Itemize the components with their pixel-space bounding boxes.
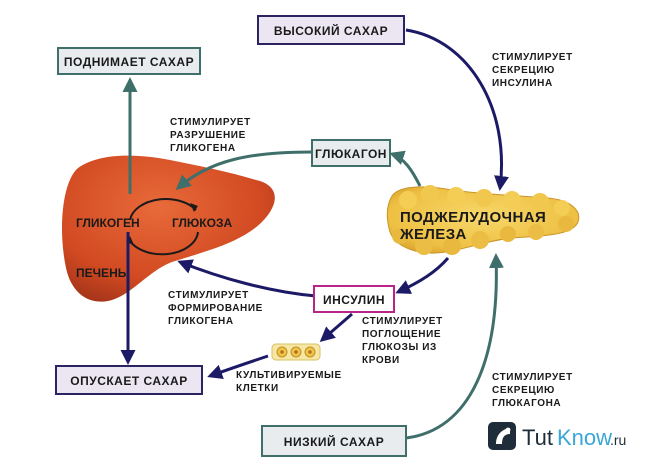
tutknow-logo: Tut Know .ru <box>488 422 626 450</box>
stim-formation-caption: СТИМУЛИРУЕТ ФОРМИРОВАНИЕ ГЛИКОГЕНА <box>168 290 263 327</box>
pancreas-shape <box>386 185 580 255</box>
high-sugar-label: ВЫСОКИЙ САХАР <box>274 23 388 38</box>
arrow-insulin-to-liver <box>177 259 317 298</box>
glycogen-label: ГЛИКОГЕН <box>76 216 140 230</box>
svg-text:СТИМУЛИРУЕТ: СТИМУЛИРУЕТ <box>362 316 443 327</box>
svg-text:СЕКРЕЦИЮ: СЕКРЕЦИЮ <box>492 385 555 396</box>
cycle-arrowhead-top <box>190 203 198 212</box>
liver-label: ПЕЧЕНЬ <box>76 266 127 280</box>
cycle-arrow-bottom <box>127 231 199 256</box>
box-lowers-sugar <box>55 365 203 395</box>
svg-text:ИНСУЛИНА: ИНСУЛИНА <box>492 78 553 89</box>
glucose-label: ГЛЮКОЗА <box>172 216 232 230</box>
cultured-cells-icon <box>271 343 321 361</box>
svg-text:КРОВИ: КРОВИ <box>362 355 400 366</box>
box-raises-sugar <box>57 47 201 75</box>
svg-text:ПОГЛОЩЕНИЕ: ПОГЛОЩЕНИЕ <box>362 329 441 340</box>
svg-text:Know: Know <box>557 425 612 450</box>
arrow-glucagon-to-liver <box>175 150 313 190</box>
svg-text:КЛЕТКИ: КЛЕТКИ <box>236 383 279 394</box>
box-insulin <box>313 285 395 313</box>
svg-text:ГЛИКОГЕНА: ГЛИКОГЕНА <box>170 143 236 154</box>
svg-text:СТИМУЛИРУЕТ: СТИМУЛИРУЕТ <box>492 372 573 383</box>
svg-text:ФОРМИРОВАНИЕ: ФОРМИРОВАНИЕ <box>168 303 263 314</box>
arrow-insulin-to-cells <box>319 312 353 342</box>
lowers-sugar-label: ОПУСКАЕТ САХАР <box>70 374 187 388</box>
liver-shape <box>62 155 275 302</box>
pancreas-label-line2: ЖЕЛЕЗА <box>399 226 467 243</box>
svg-text:СТИМУЛИРУЕТ: СТИМУЛИРУЕТ <box>168 290 249 301</box>
glucagon-label: ГЛЮКАГОН <box>315 147 387 161</box>
arrow-high-sugar-to-pancreas <box>405 28 509 191</box>
svg-text:ГЛИКОГЕНА: ГЛИКОГЕНА <box>168 316 234 327</box>
box-high-sugar <box>257 15 405 45</box>
arrow-low-sugar-to-pancreas <box>405 253 504 440</box>
svg-text:Tut: Tut <box>522 425 553 450</box>
insulin-label: ИНСУЛИН <box>323 293 385 307</box>
svg-text:СТИМУЛИРУЕТ: СТИМУЛИРУЕТ <box>170 117 251 128</box>
svg-text:.ru: .ru <box>610 432 626 448</box>
cycle-arrow-top <box>129 198 197 221</box>
box-glucagon <box>311 139 391 167</box>
arrow-pancreas-to-insulin <box>395 257 450 294</box>
arrow-pancreas-to-glucagon <box>389 150 422 187</box>
svg-text:КУЛЬТИВИРУЕМЫЕ: КУЛЬТИВИРУЕМЫЕ <box>236 370 342 381</box>
stim-uptake-caption: СТИМУЛИРУЕТ ПОГЛОЩЕНИЕ ГЛЮКОЗЫ ИЗ КРОВИ <box>362 316 443 366</box>
cultured-cells-caption: КУЛЬТИВИРУЕМЫЕ КЛЕТКИ <box>236 370 342 394</box>
svg-text:РАЗРУШЕНИЕ: РАЗРУШЕНИЕ <box>170 130 246 141</box>
stim-glucagon-caption: СТИМУЛИРУЕТ СЕКРЕЦИЮ ГЛЮКАГОНА <box>492 372 573 409</box>
svg-text:ГЛЮКАГОНА: ГЛЮКАГОНА <box>492 398 561 409</box>
low-sugar-label: НИЗКИЙ САХАР <box>284 434 384 449</box>
box-low-sugar <box>261 425 407 457</box>
stim-breakdown-caption: СТИМУЛИРУЕТ РАЗРУШЕНИЕ ГЛИКОГЕНА <box>170 117 251 154</box>
svg-text:СТИМУЛИРУЕТ: СТИМУЛИРУЕТ <box>492 52 573 63</box>
raises-sugar-label: ПОДНИМАЕТ САХАР <box>64 55 194 69</box>
stim-insulin-caption: СТИМУЛИРУЕТ СЕКРЕЦИЮ ИНСУЛИНА <box>492 52 573 89</box>
svg-text:ГЛЮКОЗЫ ИЗ: ГЛЮКОЗЫ ИЗ <box>362 342 437 353</box>
arrow-cells-to-lowers-sugar <box>207 354 269 379</box>
svg-text:СЕКРЕЦИЮ: СЕКРЕЦИЮ <box>492 65 555 76</box>
pancreas-label-line1: ПОДЖЕЛУДОЧНАЯ <box>400 209 546 226</box>
